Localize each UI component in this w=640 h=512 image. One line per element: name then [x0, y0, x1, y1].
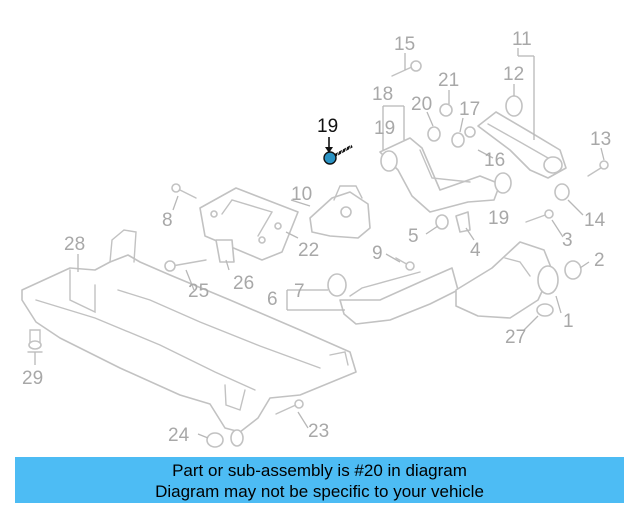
callout-24: 23 [308, 421, 329, 442]
callout-14: 14 [584, 210, 606, 231]
lower-arm-drawing [327, 267, 459, 325]
callout-12: 12 [503, 64, 524, 85]
callout-7: 7 [294, 281, 305, 302]
bolt-20-drawing [323, 137, 353, 165]
callout-10: 10 [291, 184, 312, 205]
callout-27: 26 [233, 273, 254, 294]
callout-20: 19 [317, 116, 338, 137]
subframe-drawing [21, 229, 357, 448]
callout-6: 6 [267, 289, 278, 310]
callout-30: 29 [22, 368, 43, 389]
callout-19-upper: 19 [374, 118, 395, 139]
callout-23: 22 [298, 240, 319, 261]
callout-5: 5 [408, 226, 419, 247]
callout-3: 3 [562, 230, 573, 251]
callout-16: 16 [484, 150, 505, 171]
info-banner: Part or sub-assembly is #20 in diagram D… [15, 457, 624, 503]
arm-plate-drawing [199, 187, 299, 261]
callout-26: 25 [188, 281, 209, 302]
banner-line-1: Part or sub-assembly is #20 in diagram [172, 461, 467, 480]
callout-22: 21 [438, 70, 459, 91]
upper-arm-drawing [379, 137, 512, 213]
callout-21: 20 [411, 94, 432, 115]
bracket-27-drawing [215, 239, 235, 263]
callout-4: 4 [470, 240, 481, 261]
callout-17: 17 [459, 99, 480, 120]
callout-1: 1 [563, 311, 574, 332]
callout-13: 13 [590, 129, 611, 150]
callout-25: 24 [168, 425, 190, 446]
callout-19-lower: 19 [488, 208, 509, 229]
callout-9: 9 [372, 243, 383, 264]
callout-18: 18 [372, 84, 393, 105]
control-arm-11-drawing [477, 95, 567, 179]
knuckle-drawing [455, 241, 582, 319]
parts-diagram: 15 11 12 21 18 20 17 19 13 16 10 8 14 19… [21, 29, 611, 448]
link-4-drawing [455, 211, 471, 233]
bushing-5-drawing [435, 214, 449, 230]
callout-15: 15 [394, 34, 415, 55]
bolt-9-drawing [395, 257, 415, 271]
callout-29: 28 [64, 234, 85, 255]
leader-lines [34, 48, 605, 439]
callout-28: 27 [505, 327, 526, 348]
banner-line-2: Diagram may not be specific to your vehi… [155, 482, 484, 501]
callout-8: 8 [162, 210, 173, 231]
small-parts-drawing [275, 60, 609, 415]
callout-2: 2 [594, 250, 605, 271]
callout-11: 11 [512, 29, 532, 50]
bolt-26-drawing [164, 259, 207, 272]
link-8-drawing [171, 183, 197, 199]
mount-10-drawing [309, 185, 371, 239]
